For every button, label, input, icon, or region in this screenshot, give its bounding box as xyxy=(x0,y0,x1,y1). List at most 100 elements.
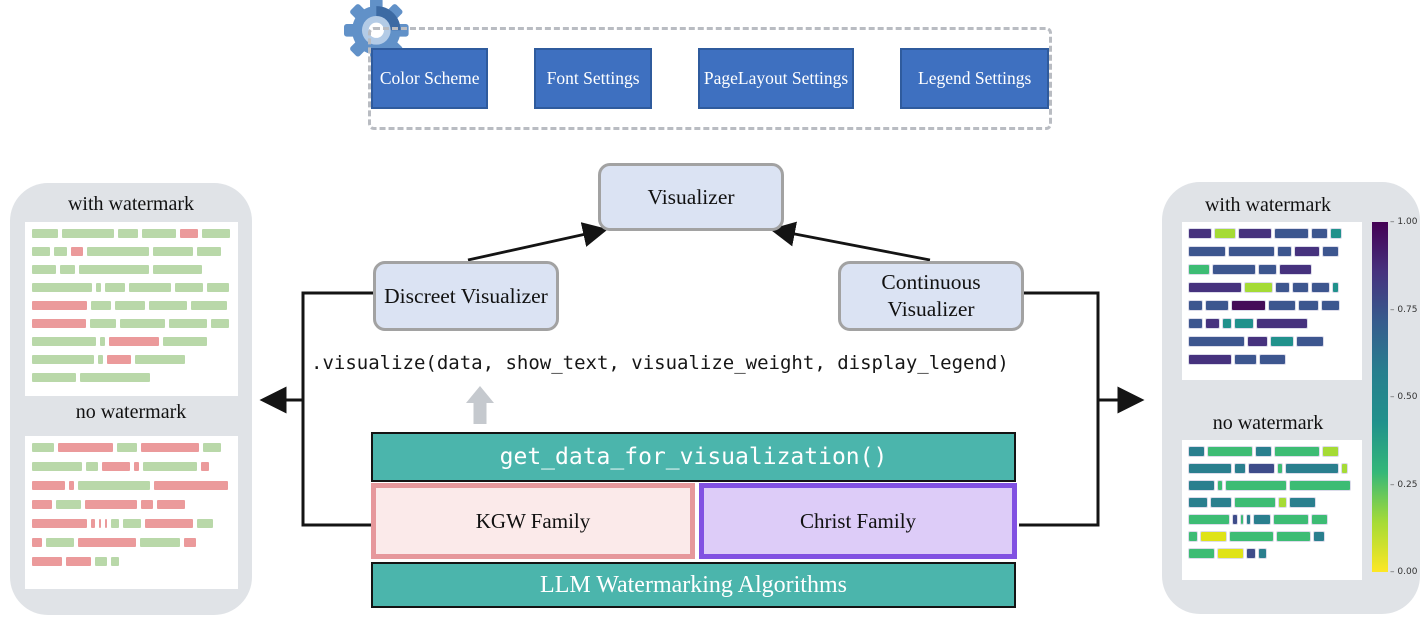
token-bar xyxy=(1254,515,1270,524)
token-bar xyxy=(1297,337,1323,346)
token-bar xyxy=(1248,337,1267,346)
token-bar xyxy=(32,481,65,490)
token-bar xyxy=(32,247,50,256)
token-bar xyxy=(1239,229,1271,238)
token-bar xyxy=(1235,355,1256,364)
discrete-no-watermark-viz xyxy=(25,436,238,589)
token-bar xyxy=(1189,337,1244,346)
token-bar xyxy=(105,519,107,528)
token-bar xyxy=(1189,229,1211,238)
token-row xyxy=(1189,319,1355,328)
token-bar xyxy=(1312,283,1329,292)
token-row xyxy=(32,443,231,452)
token-row xyxy=(1189,229,1355,238)
token-bar xyxy=(79,265,149,274)
token-row xyxy=(32,229,231,238)
token-bar xyxy=(118,229,138,238)
token-bar xyxy=(1189,498,1207,507)
token-bar xyxy=(87,247,149,256)
token-row xyxy=(32,337,231,346)
token-bar xyxy=(142,229,176,238)
token-row xyxy=(32,462,231,471)
token-bar xyxy=(1299,301,1318,310)
kgw-family-box: KGW Family xyxy=(371,483,695,559)
colorbar-tick-label: 0.75 xyxy=(1390,305,1417,315)
token-bar xyxy=(99,519,101,528)
token-bar xyxy=(60,265,75,274)
token-bar xyxy=(117,443,137,452)
token-bar xyxy=(102,462,130,471)
token-bar xyxy=(58,443,113,452)
token-row xyxy=(32,283,231,292)
token-bar xyxy=(1333,283,1338,292)
token-bar xyxy=(1189,481,1214,490)
token-bar xyxy=(1260,355,1285,364)
token-bar xyxy=(62,229,114,238)
token-bar xyxy=(69,481,74,490)
no-watermark-heading: no watermark xyxy=(75,401,187,423)
token-bar xyxy=(1233,515,1237,524)
token-bar xyxy=(1189,301,1202,310)
token-bar xyxy=(1189,319,1202,328)
token-bar xyxy=(109,337,159,346)
token-row xyxy=(32,373,231,382)
continuous-with-watermark-viz xyxy=(1182,222,1362,380)
token-bar xyxy=(1271,337,1293,346)
token-bar xyxy=(1276,283,1289,292)
color-scheme-button[interactable]: Color Scheme xyxy=(371,48,489,109)
token-bar xyxy=(95,557,107,566)
token-row xyxy=(1189,283,1355,292)
token-bar xyxy=(1189,265,1209,274)
token-bar xyxy=(32,373,76,382)
token-bar xyxy=(1331,229,1341,238)
token-bar xyxy=(91,519,95,528)
visualize-code-line: .visualize(data, show_text, visualize_we… xyxy=(311,352,1009,374)
token-bar xyxy=(32,500,52,509)
token-bar xyxy=(1189,464,1231,473)
token-row xyxy=(1189,532,1355,541)
token-bar xyxy=(1249,464,1274,473)
token-row xyxy=(32,355,231,364)
token-bar xyxy=(85,500,137,509)
discreet-visualizer-node: Discreet Visualizer xyxy=(373,261,559,331)
token-bar xyxy=(32,229,58,238)
pagelayout-settings-button[interactable]: PageLayout Settings xyxy=(697,48,855,109)
token-bar xyxy=(1278,464,1282,473)
token-row xyxy=(1189,301,1355,310)
token-bar xyxy=(197,519,213,528)
token-bar xyxy=(1275,229,1308,238)
token-bar xyxy=(1259,265,1276,274)
token-bar xyxy=(154,481,228,490)
token-bar xyxy=(163,337,207,346)
token-bar xyxy=(1218,549,1243,558)
visualizer-node: Visualizer xyxy=(598,163,784,231)
continuous-output-panel: with watermark no watermark 1.000.750.50… xyxy=(1162,182,1420,614)
token-row xyxy=(1189,447,1355,456)
token-bar xyxy=(1274,515,1308,524)
token-bar xyxy=(1215,229,1235,238)
token-bar xyxy=(1208,447,1252,456)
token-bar xyxy=(111,519,119,528)
token-bar xyxy=(1232,301,1265,310)
token-row xyxy=(32,481,231,490)
token-bar xyxy=(32,319,86,328)
token-bar xyxy=(1223,319,1231,328)
token-bar xyxy=(145,519,193,528)
token-bar xyxy=(153,247,193,256)
token-bar xyxy=(96,283,101,292)
token-row xyxy=(32,319,231,328)
token-bar xyxy=(149,301,187,310)
token-bar xyxy=(1201,532,1226,541)
continuous-visualizer-node: Continuous Visualizer xyxy=(838,261,1024,331)
font-settings-button[interactable]: Font Settings xyxy=(534,48,652,109)
token-bar xyxy=(1286,464,1338,473)
discrete-with-watermark-viz xyxy=(25,222,238,396)
token-bar xyxy=(56,500,81,509)
token-bar xyxy=(1247,515,1250,524)
token-bar xyxy=(1280,265,1311,274)
legend-settings-button[interactable]: Legend Settings xyxy=(900,48,1049,109)
token-bar xyxy=(180,229,198,238)
token-bar xyxy=(32,283,92,292)
token-bar xyxy=(203,443,221,452)
token-bar xyxy=(46,538,74,547)
